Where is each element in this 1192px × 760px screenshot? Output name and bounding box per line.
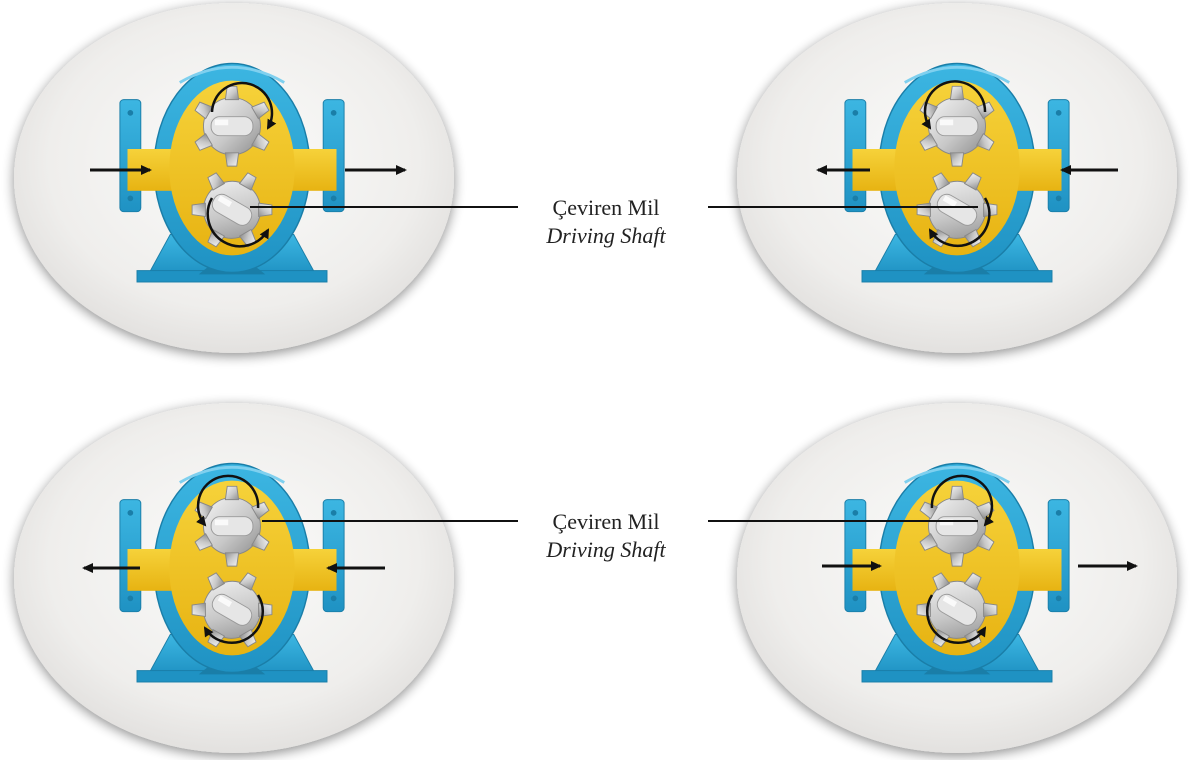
panel-top-left (14, 3, 454, 353)
driving-shaft-label-bottom: Çeviren Mil Driving Shaft (508, 508, 704, 564)
label-english: Driving Shaft (546, 537, 666, 562)
panel-top-right (737, 3, 1177, 353)
rotation-arrow-bottom (206, 197, 270, 248)
rotation-arrow-top (930, 474, 994, 527)
rotation-arrow-bottom (926, 594, 987, 644)
driving-shaft-label-top: Çeviren Mil Driving Shaft (508, 194, 704, 250)
rotation-arrow-top (196, 474, 260, 527)
label-turkish: Çeviren Mil (552, 195, 660, 220)
rotation-arrow-top (210, 81, 277, 130)
panel-bottom-left (14, 403, 454, 753)
panel-bottom-right (737, 403, 1177, 753)
rotation-arrow-bottom (928, 197, 991, 248)
label-english: Driving Shaft (546, 223, 666, 248)
rotation-arrow-bottom (203, 594, 264, 644)
label-turkish: Çeviren Mil (552, 509, 660, 534)
rotation-arrow-top (921, 80, 987, 130)
